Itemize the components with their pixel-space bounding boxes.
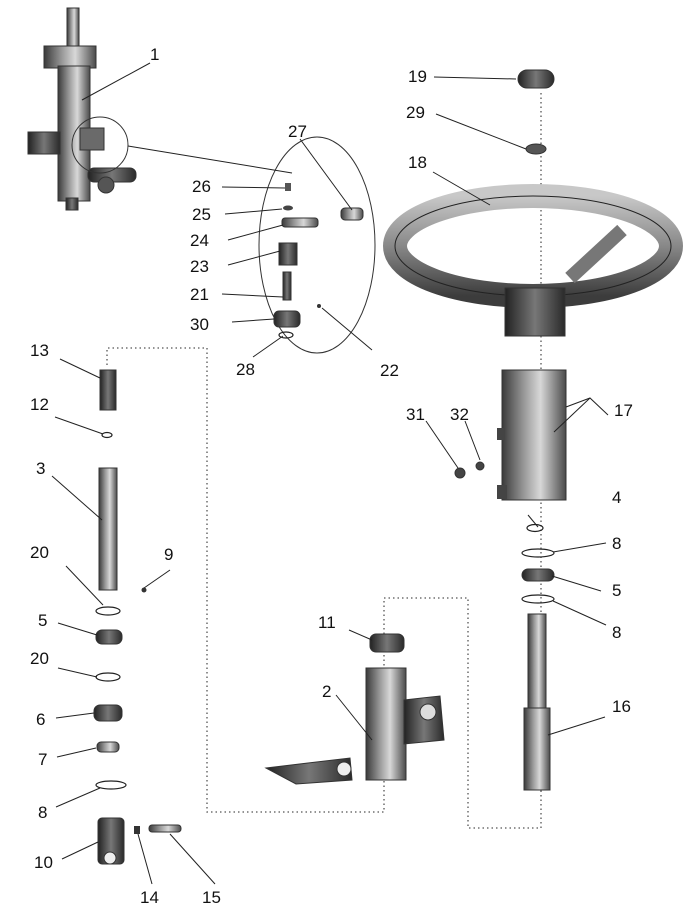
callout-22: 22 bbox=[380, 361, 399, 380]
callout-7: 7 bbox=[38, 750, 47, 769]
callout-27: 27 bbox=[288, 122, 307, 141]
callout-12: 12 bbox=[30, 395, 49, 414]
callout-10: 10 bbox=[34, 853, 53, 872]
callout-5-right: 5 bbox=[612, 581, 621, 600]
callout-17: 17 bbox=[614, 401, 633, 420]
callout-15: 15 bbox=[202, 888, 221, 907]
callout-14: 14 bbox=[140, 888, 159, 907]
callout-8-left: 8 bbox=[38, 803, 47, 822]
callout-32: 32 bbox=[450, 405, 469, 424]
callout-19: 19 bbox=[408, 67, 427, 86]
callout-5-left: 5 bbox=[38, 611, 47, 630]
callout-25: 25 bbox=[192, 205, 211, 224]
callout-8-right-upper: 8 bbox=[612, 534, 621, 553]
left-shaft-stack bbox=[93, 369, 182, 865]
callout-18: 18 bbox=[408, 153, 427, 172]
callout-29: 29 bbox=[406, 103, 425, 122]
callout-20-lower: 20 bbox=[30, 649, 49, 668]
callout-16: 16 bbox=[612, 697, 631, 716]
callout-11: 11 bbox=[318, 613, 336, 632]
callout-24: 24 bbox=[190, 231, 209, 250]
part-1-column-assembly bbox=[27, 7, 137, 211]
callout-20-upper: 20 bbox=[30, 543, 49, 562]
callout-13: 13 bbox=[30, 341, 49, 360]
callout-23: 23 bbox=[190, 257, 209, 276]
part-2-lower-column bbox=[264, 633, 445, 785]
callout-21: 21 bbox=[190, 285, 209, 304]
steering-wheel-assembly bbox=[383, 69, 683, 791]
callout-9: 9 bbox=[164, 545, 173, 564]
callout-31: 31 bbox=[406, 405, 425, 424]
callout-6: 6 bbox=[36, 710, 45, 729]
callout-30: 30 bbox=[190, 315, 209, 334]
callout-4: 4 bbox=[612, 488, 621, 507]
callout-1: 1 bbox=[150, 45, 159, 64]
detail-ellipse-group bbox=[127, 136, 376, 354]
callout-26: 26 bbox=[192, 177, 211, 196]
callout-labels: 1 2 3 4 5 5 6 7 8 8 8 9 10 11 12 13 14 1… bbox=[30, 45, 633, 907]
callout-2: 2 bbox=[322, 682, 331, 701]
callout-28: 28 bbox=[236, 360, 255, 379]
callout-3: 3 bbox=[36, 459, 45, 478]
leader-lines bbox=[51, 62, 609, 885]
callout-8-right-lower: 8 bbox=[612, 623, 621, 642]
